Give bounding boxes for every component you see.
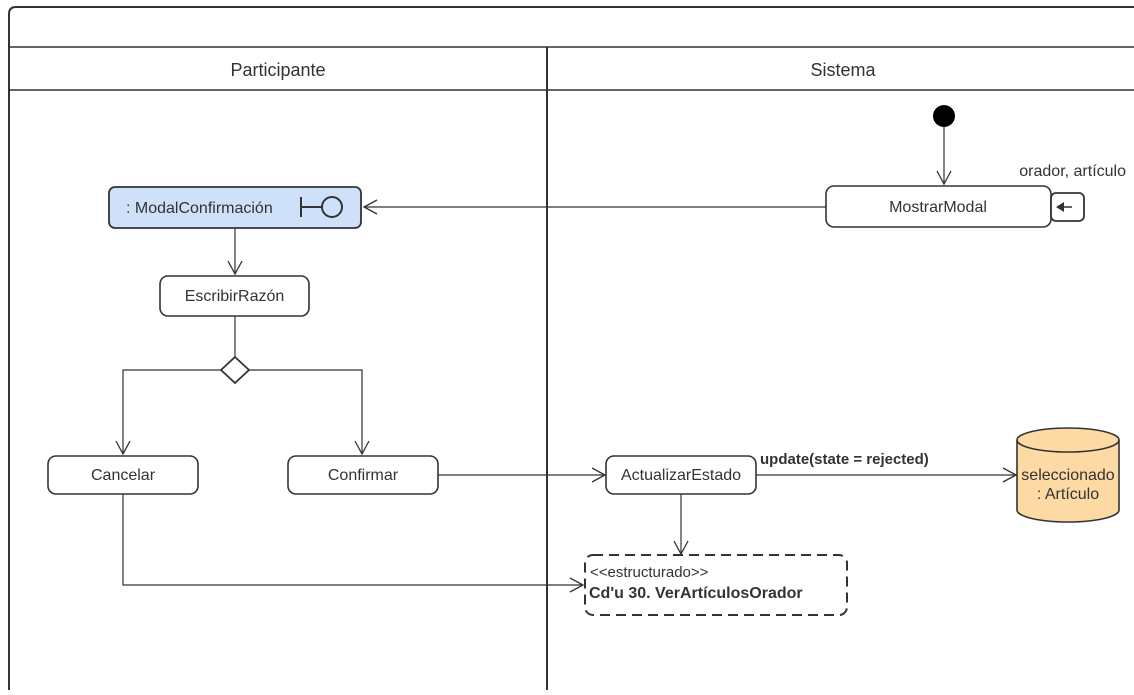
cancelar-node[interactable]: Cancelar [47, 455, 199, 495]
boundary-icon [300, 196, 343, 218]
lane-header-participante: Participante [230, 60, 325, 80]
swimlane-frame [8, 6, 1134, 690]
actualizar-estado-node[interactable]: ActualizarEstado [605, 455, 757, 495]
datastore-label-line1: seleccionado [1021, 467, 1115, 484]
actualizar-estado-label: ActualizarEstado [621, 467, 741, 484]
decision-node [219, 355, 251, 385]
structured-name-label: Cd'u 30. VerArtículosOrador [589, 585, 803, 602]
escribir-razon-node[interactable]: EscribirRazón [159, 275, 310, 317]
modal-confirmacion-node[interactable]: : ModalConfirmación [108, 186, 362, 229]
lane-header-sistema: Sistema [810, 60, 876, 80]
escribir-razon-label: EscribirRazón [185, 288, 285, 305]
mostrar-modal-parameters: orador, artículo [1019, 163, 1126, 180]
datastore-articulo[interactable]: seleccionado : Artículo [1016, 427, 1120, 523]
mostrar-modal-label: MostrarModal [889, 199, 987, 216]
modal-confirmacion-label: : ModalConfirmación [126, 200, 273, 217]
mostrar-modal-node[interactable]: MostrarModal [825, 185, 1085, 228]
structured-stereotype-label: <<estructurado>> [590, 564, 709, 581]
confirmar-label: Confirmar [328, 467, 399, 484]
edge-decision-to-confirmar [249, 369, 370, 456]
structured-activity-node[interactable]: <<estructurado>> Cd'u 30. VerArtículosOr… [584, 554, 848, 616]
initial-node [933, 105, 955, 127]
confirmar-node[interactable]: Confirmar [287, 455, 439, 495]
cancelar-label: Cancelar [91, 467, 156, 484]
update-edge-label: update(state = rejected) [760, 451, 929, 468]
edge-cancelar-to-structured [122, 494, 585, 593]
datastore-label-line2: : Artículo [1037, 486, 1099, 503]
input-pin [1050, 192, 1085, 222]
flow-edges [115, 127, 1018, 593]
edge-decision-to-cancelar [115, 369, 221, 456]
